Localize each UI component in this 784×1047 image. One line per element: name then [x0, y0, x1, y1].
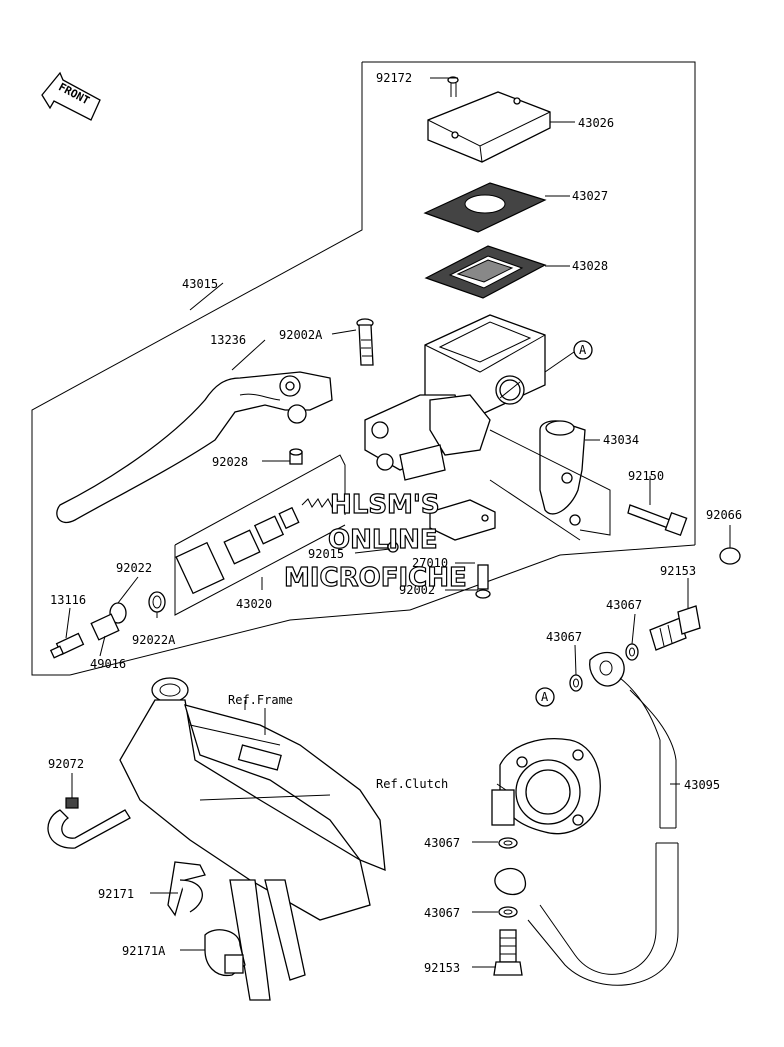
callout-92172: 92172 [376, 71, 412, 85]
handlebar-clamp [489, 420, 611, 541]
callout-92171A: 92171A [122, 944, 166, 958]
watermark-line-3: MICROFICHE [284, 563, 467, 593]
watermark-line-2: ONLINE [328, 525, 438, 555]
frame [119, 677, 386, 1001]
screw-92002 [475, 564, 491, 599]
pin-92028 [289, 448, 303, 465]
callout-43028: 43028 [572, 259, 608, 273]
washer-upper-1 [625, 643, 639, 661]
banjo-bolt-lower [493, 929, 523, 976]
callout-13116: 13116 [50, 593, 86, 607]
callout-43015: 43015 [182, 277, 218, 291]
holder-92171A [204, 929, 246, 977]
piston-kit-box [174, 454, 346, 616]
callout-92015: 92015 [308, 547, 344, 561]
ref-frame-label: Ref.Frame [228, 693, 293, 707]
callout-92153-upper: 92153 [660, 564, 696, 578]
washer-upper-2 [569, 674, 583, 692]
screw-92172 [447, 76, 459, 97]
callout-43034: 43034 [603, 433, 639, 447]
callout-92022A: 92022A [132, 633, 176, 647]
callout-43067-2: 43067 [546, 630, 582, 644]
brake-switch [429, 499, 496, 541]
washer-lower-2 [498, 906, 518, 918]
callout-43027: 43027 [572, 189, 608, 203]
callout-43067-4: 43067 [424, 906, 460, 920]
callout-43095: 43095 [684, 778, 720, 792]
ref-clutch-label: Ref.Clutch [376, 777, 448, 791]
screw-92015 [387, 541, 399, 553]
callout-92028: 92028 [212, 455, 248, 469]
callout-92153-lower: 92153 [424, 961, 460, 975]
pivot-bolt [356, 318, 374, 366]
leader-lines [65, 121, 731, 968]
clutch-hose [494, 651, 679, 986]
clutch-slave-cylinder [491, 738, 601, 835]
marker-a-bottom: A [535, 687, 555, 707]
reservoir-cap [427, 91, 551, 163]
callout-92002: 92002 [399, 583, 435, 597]
diaphragm [424, 245, 547, 299]
watermark: HLSM'S ONLINE MICROFICHE [283, 489, 467, 593]
callout-13236: 13236 [210, 333, 246, 347]
svg-text:A: A [579, 343, 587, 357]
callout-49016: 49016 [90, 657, 126, 671]
front-arrow-icon: FRONT [41, 71, 101, 121]
diaphragm-plate [423, 182, 547, 233]
marker-a-top: A [544, 340, 593, 373]
master-cylinder-body [364, 314, 546, 481]
callout-92002A: 92002A [279, 328, 323, 342]
cap-92066 [719, 547, 741, 565]
svg-text:A: A [541, 690, 549, 704]
callout-43067-3: 43067 [424, 836, 460, 850]
banjo-bolt-upper [649, 605, 701, 651]
callout-92022: 92022 [116, 561, 152, 575]
clutch-lever [56, 371, 333, 524]
callout-27010: 27010 [412, 556, 448, 570]
washer-lower-1 [498, 837, 518, 849]
callout-92066: 92066 [706, 508, 742, 522]
assembly-outline [31, 61, 696, 676]
callout-92171: 92171 [98, 887, 134, 901]
watermark-line-1: HLSM'S [330, 490, 440, 520]
callouts: 43015 13236 92002A 92172 43026 43027 430… [48, 71, 742, 975]
clamp-bolt [627, 504, 688, 537]
callout-92150: 92150 [628, 469, 664, 483]
band-92072 [47, 797, 131, 849]
callout-43067-1: 43067 [606, 598, 642, 612]
pushrod-parts [49, 591, 166, 659]
callout-92072: 92072 [48, 757, 84, 771]
callout-43026: 43026 [578, 116, 614, 130]
callout-43020: 43020 [236, 597, 272, 611]
holder-92171 [167, 861, 206, 917]
